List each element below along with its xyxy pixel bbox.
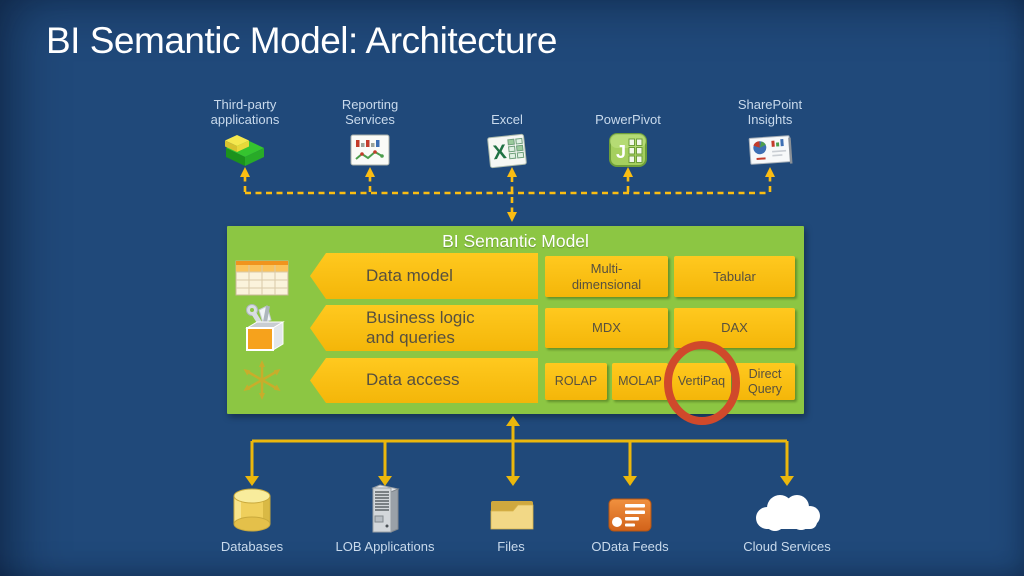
page-title: BI Semantic Model: Architecture [46, 20, 557, 61]
option-tabular: Tabular [674, 256, 795, 297]
consumer-node-third-party-applications: Third-party applications [185, 96, 305, 173]
solid-arrowheads [245, 416, 794, 486]
consumer-node-excel: Excel X [447, 96, 567, 173]
option-vertipaq: VertiPaq [672, 363, 731, 400]
excel-icon: X [484, 131, 530, 173]
lob-applications-icon [364, 484, 406, 534]
files-folder-icon [487, 486, 535, 534]
consumer-label: Excel [491, 112, 523, 128]
powerpivot-icon: J [607, 131, 649, 173]
sharepoint-insights-icon [746, 131, 794, 173]
option-rolap: ROLAP [545, 363, 607, 400]
row-label-business-logic: Business logic and queries [310, 305, 538, 351]
svg-text:X: X [492, 141, 508, 164]
source-node-databases: Databases [186, 486, 318, 555]
databases-icon [229, 486, 275, 534]
bism-title: BI Semantic Model [442, 231, 589, 251]
consumer-label: PowerPivot [595, 112, 661, 128]
consumer-label: Third-party applications [210, 97, 280, 128]
consumer-label: Reporting Services [341, 97, 399, 128]
source-label: OData Feeds [591, 539, 669, 554]
svg-text:J: J [616, 142, 626, 162]
source-node-odata-feeds: OData Feeds [564, 486, 696, 555]
consumer-node-reporting-services: Reporting Services [310, 96, 430, 173]
data-access-arrows-icon [239, 358, 285, 407]
source-node-files: Files [445, 486, 577, 555]
source-node-lob-applications: LOB Applications [319, 484, 451, 555]
dashed-connectors [243, 176, 772, 213]
option-dax: DAX [674, 308, 795, 348]
source-label: Cloud Services [743, 539, 831, 554]
cloud-services-icon [749, 486, 825, 534]
odata-feeds-icon [607, 486, 653, 534]
source-node-cloud-services: Cloud Services [721, 486, 853, 555]
row-label-data-model: Data model [310, 253, 538, 299]
consumer-label: SharePoint Insights [737, 97, 803, 128]
dashed-arrowheads [240, 167, 775, 222]
consumer-node-sharepoint-insights: SharePoint Insights [710, 96, 830, 173]
solid-connectors [250, 425, 789, 477]
source-label: Files [497, 539, 525, 554]
reporting-services-icon [348, 131, 392, 173]
source-label: LOB Applications [335, 539, 435, 554]
option-mdx: MDX [545, 308, 668, 348]
third-party-applications-icon [222, 131, 268, 173]
option-multidimensional: Multi- dimensional [545, 256, 668, 297]
consumer-node-powerpivot: PowerPivot J [568, 96, 688, 173]
option-direct-query: Direct Query [735, 363, 795, 400]
business-logic-toolbox-icon [239, 302, 285, 359]
bism-panel: BI Semantic Model [227, 226, 804, 414]
source-label: Databases [220, 539, 284, 554]
option-molap: MOLAP [612, 363, 668, 400]
row-label-data-access: Data access [310, 358, 538, 403]
data-model-table-icon [235, 258, 289, 303]
